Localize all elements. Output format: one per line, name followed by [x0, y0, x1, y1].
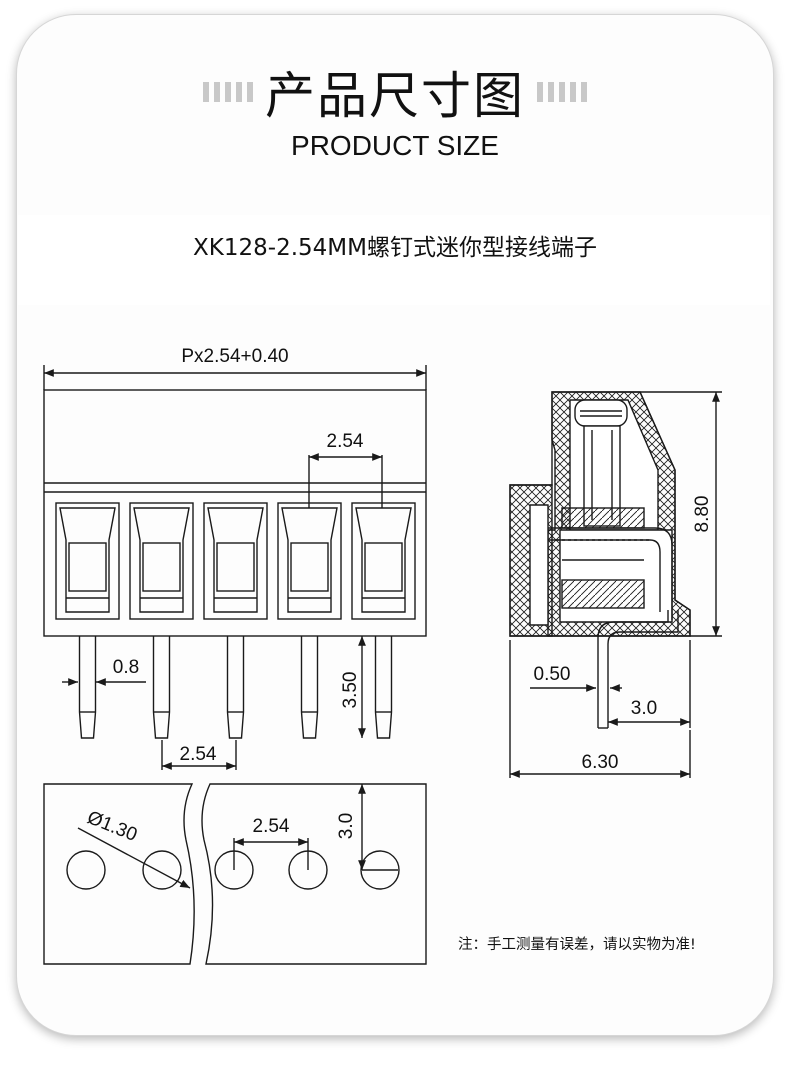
title-decoration-left [203, 82, 253, 102]
depth-label: 6.30 [582, 752, 619, 773]
pcb-holes [66, 850, 400, 890]
title-decoration-right [537, 82, 587, 102]
terminal-cell [277, 502, 342, 620]
terminal-cell [351, 502, 416, 620]
pin [226, 636, 245, 739]
side-view [509, 391, 722, 778]
front-view [43, 365, 427, 770]
height-label: 8.80 [692, 496, 713, 533]
measurement-note: 注：手工测量有误差，请以实物为准! [458, 937, 696, 953]
hole-diameter-label: Ø1.30 [84, 807, 140, 846]
pin-offset-label: 3.0 [631, 698, 657, 719]
pin [152, 636, 171, 739]
pcb-hole [360, 850, 400, 890]
hole-offset-label: 3.0 [336, 813, 357, 839]
pin-thickness-label: 0.50 [534, 664, 571, 685]
pitch-top-label: 2.54 [327, 431, 364, 452]
pins [78, 636, 393, 739]
page-title: 产品尺寸图 [265, 67, 525, 125]
pin-pitch-label: 2.54 [180, 744, 217, 765]
page-subtitle: PRODUCT SIZE [291, 130, 499, 161]
terminal-cells [55, 502, 416, 620]
pin [300, 636, 319, 739]
terminal-cell [55, 502, 120, 620]
terminal-cell [203, 502, 268, 620]
pcb-footprint [43, 783, 427, 965]
product-name: XK128-2.54MM螺钉式迷你型接线端子 [193, 235, 597, 261]
product-name-band [18, 215, 770, 305]
pcb-hole [142, 850, 182, 890]
pin-length-label: 3.50 [340, 672, 361, 709]
pin [374, 636, 393, 739]
hole-pitch-label: 2.54 [253, 816, 290, 837]
total-width-label: Px2.54+0.40 [181, 346, 288, 367]
pin [78, 636, 97, 739]
pin-width-label: 0.8 [113, 657, 139, 678]
pcb-hole [66, 850, 106, 890]
terminal-cell [129, 502, 194, 620]
title-row: 产品尺寸图 [0, 60, 790, 125]
